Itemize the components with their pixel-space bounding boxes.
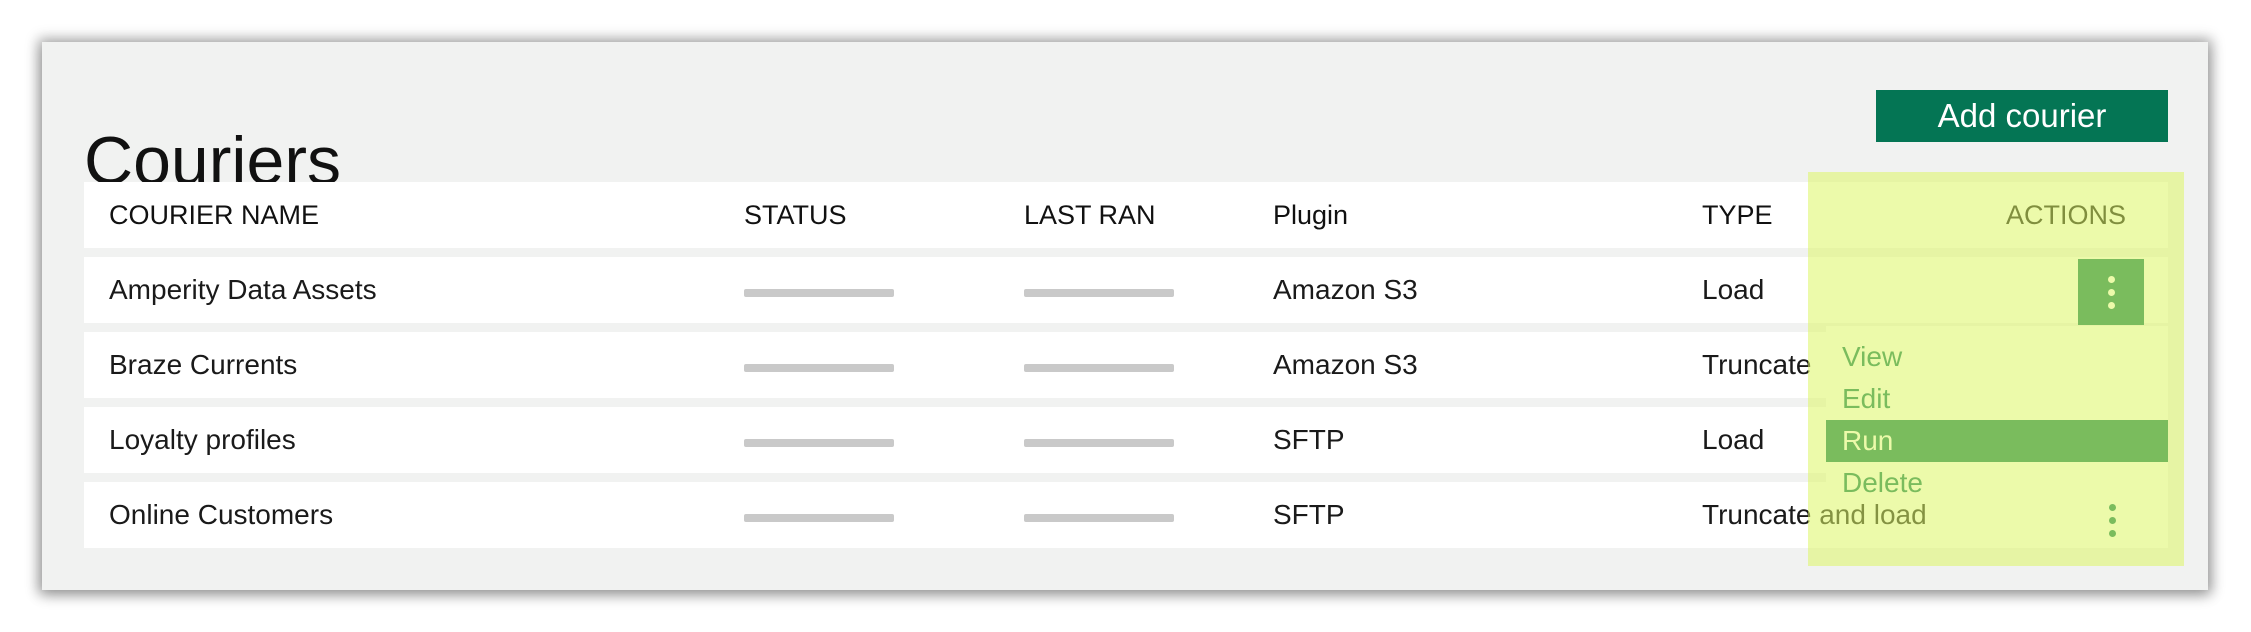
- menu-item-edit[interactable]: Edit: [1842, 383, 1891, 414]
- column-header-type[interactable]: TYPE: [1702, 199, 1773, 230]
- status-placeholder: [744, 514, 894, 522]
- last-ran-placeholder: [1024, 514, 1174, 522]
- courier-type: Load: [1702, 274, 1765, 305]
- status-placeholder: [744, 364, 894, 372]
- last-ran-placeholder: [1024, 439, 1174, 447]
- courier-type: Load: [1702, 424, 1765, 455]
- status-placeholder: [744, 289, 894, 297]
- status-placeholder: [744, 439, 894, 447]
- menu-item-run[interactable]: Run: [1826, 420, 2168, 462]
- courier-name[interactable]: Amperity Data Assets: [109, 274, 377, 305]
- courier-plugin: Amazon S3: [1273, 349, 1418, 380]
- column-header-name[interactable]: COURIER NAME: [109, 199, 320, 230]
- row-actions-button[interactable]: [2078, 259, 2144, 325]
- table-header: COURIER NAME STATUS LAST RAN Plugin TYPE…: [84, 182, 2168, 248]
- courier-name[interactable]: Braze Currents: [109, 349, 298, 380]
- column-header-last-ran[interactable]: LAST RAN: [1024, 199, 1156, 230]
- actions-menu: View Edit Run Delete: [1826, 326, 2168, 504]
- more-vertical-icon: [2107, 275, 2115, 309]
- courier-name[interactable]: Loyalty profiles: [109, 424, 296, 455]
- more-vertical-icon: [2108, 503, 2116, 537]
- last-ran-placeholder: [1024, 364, 1174, 372]
- column-header-plugin[interactable]: Plugin: [1273, 199, 1349, 230]
- courier-type: Truncate: [1702, 349, 1812, 380]
- courier-name[interactable]: Online Customers: [109, 499, 334, 530]
- courier-plugin: SFTP: [1273, 499, 1345, 530]
- menu-item-delete[interactable]: Delete: [1842, 467, 1923, 498]
- row-actions-button[interactable]: [2102, 498, 2122, 542]
- last-ran-placeholder: [1024, 289, 1174, 297]
- menu-item-view[interactable]: View: [1842, 341, 1903, 372]
- courier-plugin: Amazon S3: [1273, 274, 1418, 305]
- column-header-status[interactable]: STATUS: [744, 199, 847, 230]
- add-courier-button[interactable]: Add courier: [1876, 90, 2168, 142]
- table-row[interactable]: Amperity Data Assets Amazon S3 Load: [84, 257, 2168, 325]
- column-header-actions: ACTIONS: [2005, 199, 2126, 230]
- courier-plugin: SFTP: [1273, 424, 1345, 455]
